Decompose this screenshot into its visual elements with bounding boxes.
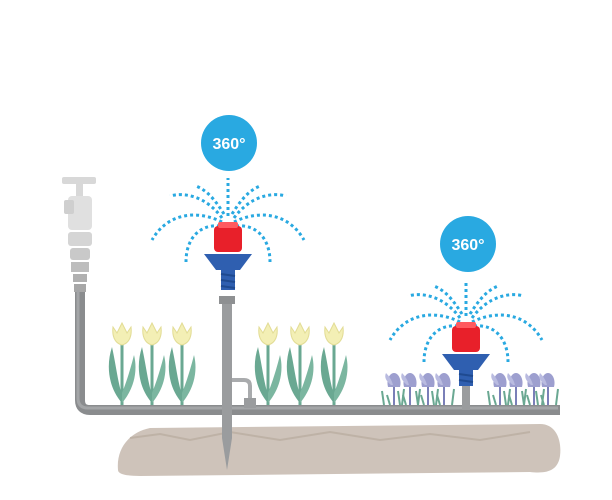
stake-right (462, 370, 470, 410)
spray-pattern-left (150, 178, 306, 263)
crocus-icon (381, 372, 405, 406)
tulip-icon (107, 321, 137, 407)
tulip-icon (285, 321, 315, 407)
soil-bed (117, 424, 561, 476)
faucet-icon (62, 177, 96, 292)
crocus-icon (431, 372, 455, 406)
tulip-icon (319, 321, 349, 407)
sprinkler-icon (442, 322, 490, 386)
badge-label: 360° (212, 136, 245, 153)
badge-label: 360° (451, 237, 484, 254)
connector-tube (232, 378, 252, 404)
tulip-group-left (107, 321, 197, 407)
spray-pattern-right (388, 280, 544, 363)
stake-left (219, 296, 235, 470)
tulip-icon (167, 321, 197, 407)
tulip-icon (253, 321, 283, 407)
crocus-icon (487, 372, 511, 406)
soil-texture (129, 430, 531, 442)
rotation-badge-left: 360° (201, 115, 257, 171)
rotation-badge-right: 360° (440, 216, 496, 272)
sprinkler-icon (204, 222, 252, 290)
tulip-group-middle (253, 321, 349, 407)
tulip-icon (137, 321, 167, 407)
